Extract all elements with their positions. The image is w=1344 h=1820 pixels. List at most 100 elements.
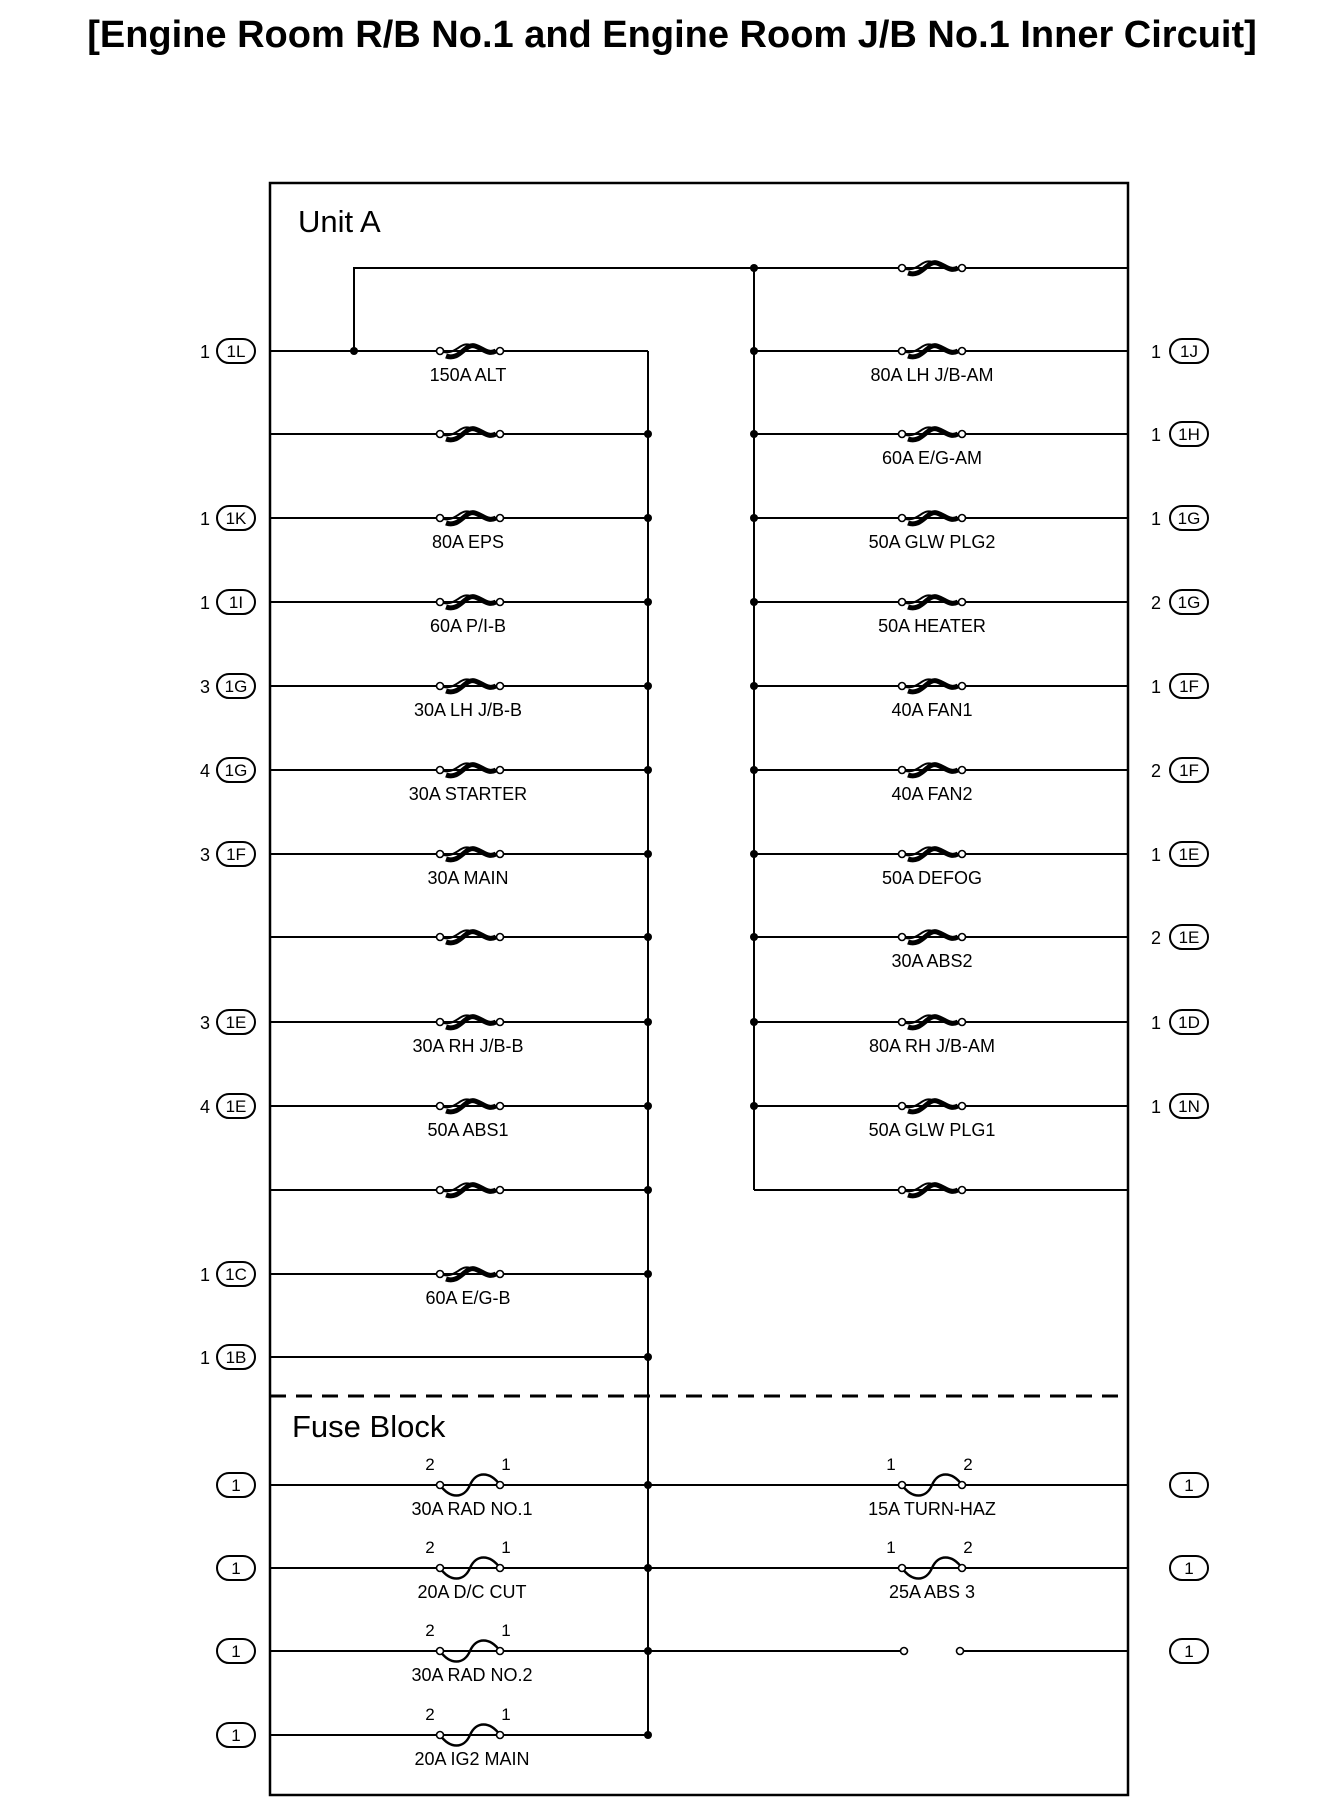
connector-badge: 1E 2 [1151,924,1209,950]
pin-number: 1 [886,1538,895,1557]
fuse-label: 60A E/G-AM [882,448,982,468]
open-gap [904,1645,960,1657]
connector-id: 1C [225,1265,247,1284]
connector-id: 1I [229,593,243,612]
terminal-icon [955,1646,965,1656]
pin-number: 2 [1151,928,1161,948]
junction-dot [644,598,652,606]
connector-id: 1G [225,761,248,780]
junction-dot [750,933,758,941]
fuse-label: 20A IG2 MAIN [414,1749,529,1769]
pin-number: 1 [1151,845,1161,865]
connector-badge: 1 [1169,1472,1209,1498]
fusible-link-icon [897,1098,967,1115]
connector-badge: 1G2 [1151,589,1209,615]
connector-badge: 1F2 [1151,757,1209,783]
connector-id: 1E [1179,845,1200,864]
junction-dot [350,347,358,355]
pin-number: 1 [501,1455,510,1474]
connector-id: 1 [231,1726,240,1745]
fusible-link-icon [435,1014,505,1031]
junction-dot [750,1018,758,1026]
junction-dot [750,430,758,438]
pin-number: 3 [200,1013,210,1033]
pin-number: 3 [200,845,210,865]
connector-badge: 1C 1 [200,1261,256,1287]
fuse-label: 50A GLW PLG1 [869,1120,996,1140]
connector-badge: 1E 3 [200,1009,256,1035]
fuse-icon [897,1556,967,1580]
connector-id: 1E [226,1097,247,1116]
fusible-link-icon [897,762,967,779]
fuse-label: 50A DEFOG [882,868,982,888]
connector-id: 1K [226,509,247,528]
fusible-link-icon [897,510,967,527]
main-feed-wire [353,267,1128,351]
junction-dot [750,682,758,690]
fuse-label: 40A FAN2 [891,784,972,804]
pin-number: 1 [200,1348,210,1368]
pin-number: 2 [963,1538,972,1557]
junction-dot [750,766,758,774]
fusible-link-icon [435,762,505,779]
fuse-label: 40A FAN1 [891,700,972,720]
junction-dot [750,598,758,606]
fusible-link-icon [897,678,967,695]
pin-number: 1 [200,593,210,613]
pin-number: 2 [425,1621,434,1640]
fusible-link-icon [897,594,967,611]
connector-badge: 1 [1169,1638,1209,1664]
fusible-link-icon [897,426,967,443]
connector-badge: 1G1 [1151,505,1209,531]
connector-badge: 1L1 [200,338,256,364]
connector-badge: 1 [216,1555,256,1581]
connector-id: 1E [226,1013,247,1032]
fuse-block-label: Fuse Block [292,1409,446,1444]
connector-id: 1D [1178,1013,1200,1032]
connector-badge: 1I 1 [200,589,256,615]
fusible-link-icon [435,929,505,946]
connector-id: 1G [1178,509,1201,528]
connector-badge: 1J1 [1151,338,1209,364]
connector-badge: 1F1 [1151,673,1209,699]
pin-number: 3 [200,677,210,697]
pin-number: 1 [200,1265,210,1285]
connector-id: 1N [1178,1097,1200,1116]
connector-badge: 1 [216,1722,256,1748]
fusible-link-icon [435,678,505,695]
fuse-label: 80A RH J/B-AM [869,1036,995,1056]
fuse-label: 20A D/C CUT [417,1582,526,1602]
connector-id: 1F [226,845,246,864]
fuse-label: 30A ABS2 [891,951,972,971]
fusible-link-icon [435,510,505,527]
pin-number: 2 [425,1705,434,1724]
pin-number: 1 [501,1538,510,1557]
pin-number: 2 [963,1455,972,1474]
fusible-link-icon [435,1182,505,1199]
pin-number: 4 [200,1097,210,1117]
pin-number: 1 [200,509,210,529]
fusible-link-icon [897,260,967,277]
junction-dot [644,1018,652,1026]
connector-id: 1F [1179,677,1199,696]
pin-number: 4 [200,761,210,781]
connector-badge: 1K 1 [200,505,256,531]
pin-number: 1 [1151,342,1161,362]
pin-number: 1 [1151,425,1161,445]
fuse-label: 30A STARTER [409,784,527,804]
connector-badge: 1B1 [200,1344,256,1370]
connector-id: 1 [231,1559,240,1578]
connector-badge: 1G 4 [200,757,256,783]
fusible-link-icon [897,1182,967,1199]
connector-id: 1 [1184,1642,1193,1661]
junction-dot [644,1353,652,1361]
pin-number: 1 [200,342,210,362]
junction-dot [644,682,652,690]
fuse-label: 30A MAIN [427,868,508,888]
pin-number: 2 [425,1538,434,1557]
connector-badge: 1D1 [1151,1009,1209,1035]
fuse-label: 30A RAD NO.1 [411,1499,532,1519]
fuse-label: 25A ABS 3 [889,1582,975,1602]
connector-id: 1E [1179,928,1200,947]
connector-badge: 1G3 [200,673,256,699]
